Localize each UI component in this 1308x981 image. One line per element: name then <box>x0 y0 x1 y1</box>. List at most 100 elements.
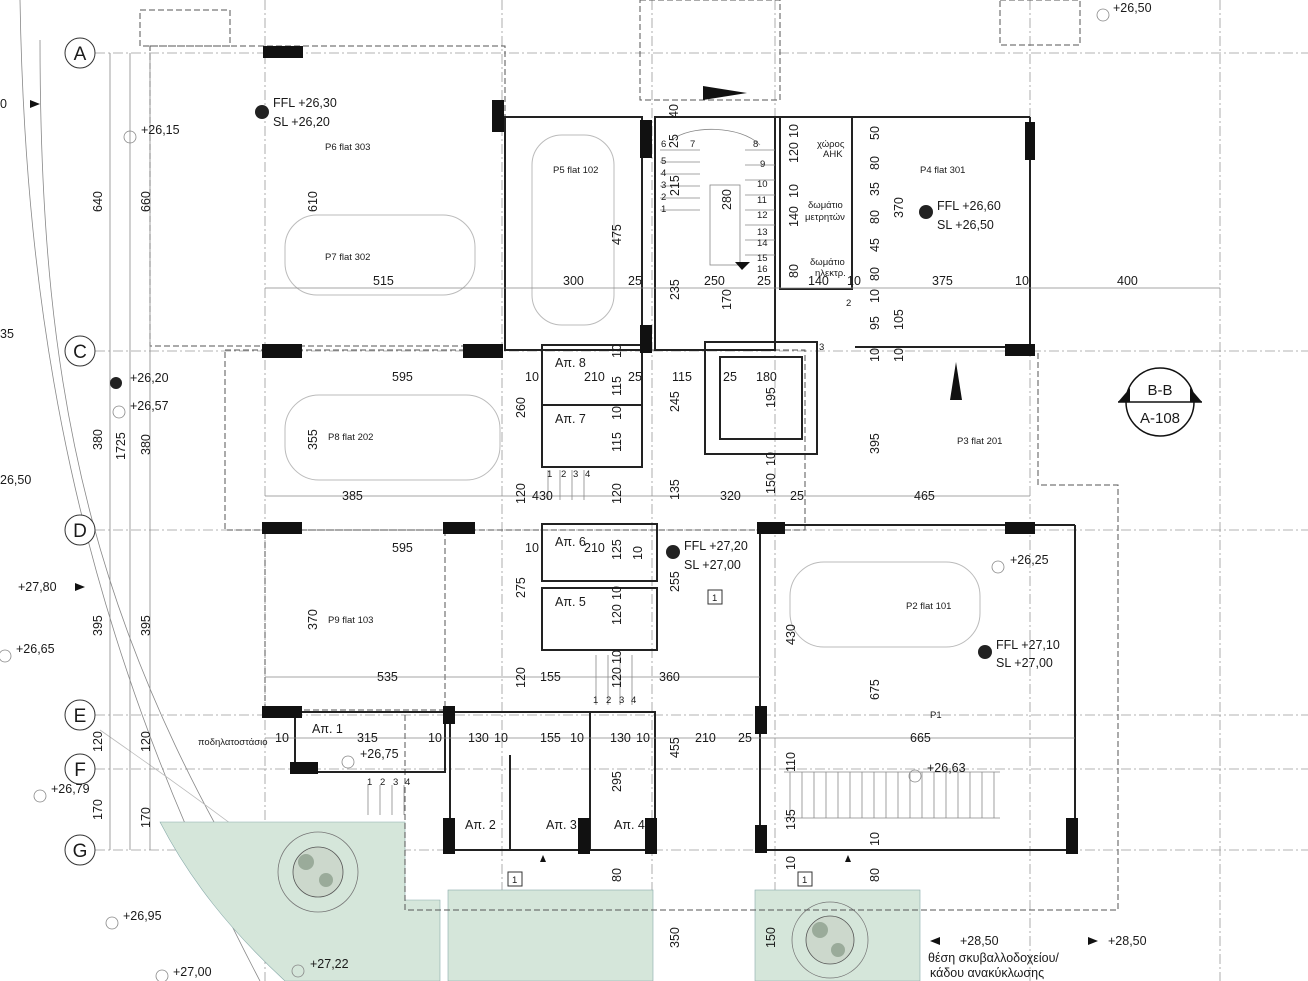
level-label: 26,50 <box>0 473 31 487</box>
parking-label: P5 flat 102 <box>553 165 598 176</box>
level-label: +28,50 <box>1108 934 1147 948</box>
level-label: +26,50 <box>1113 1 1152 15</box>
svg-text:465: 465 <box>914 489 935 503</box>
svg-text:40: 40 <box>667 104 681 118</box>
parking-label: P6 flat 303 <box>325 142 370 153</box>
car-outlines <box>284 134 981 648</box>
svg-text:380: 380 <box>139 434 153 455</box>
svg-text:120: 120 <box>139 731 153 752</box>
svg-text:320: 320 <box>720 489 741 503</box>
grid-axis-bubbles: A C D E F G <box>64 37 96 866</box>
svg-text:195: 195 <box>764 387 778 408</box>
arrow-up-icon <box>845 855 851 862</box>
grid-bubble-d: D <box>64 514 96 546</box>
svg-text:660: 660 <box>139 191 153 212</box>
svg-text:135: 135 <box>784 809 798 830</box>
grid-bubble-f: F <box>64 753 96 785</box>
svg-text:10: 10 <box>610 406 624 420</box>
svg-text:155: 155 <box>540 731 561 745</box>
svg-text:25: 25 <box>738 731 752 745</box>
arrow-up-icon <box>540 855 546 862</box>
svg-text:1: 1 <box>512 875 517 886</box>
svg-text:2: 2 <box>606 695 611 706</box>
svg-text:675: 675 <box>868 679 882 700</box>
svg-text:250: 250 <box>704 274 725 288</box>
svg-text:D: D <box>73 521 87 542</box>
svg-text:16: 16 <box>757 264 768 275</box>
ffl-label: FFL +26,60 <box>937 199 1001 213</box>
svg-text:535: 535 <box>377 670 398 684</box>
svg-text:375: 375 <box>932 274 953 288</box>
level-label: +26,63 <box>927 761 966 775</box>
svg-text:300: 300 <box>563 274 584 288</box>
svg-text:120: 120 <box>787 142 801 163</box>
svg-text:150: 150 <box>764 473 778 494</box>
svg-text:4: 4 <box>631 695 636 706</box>
svg-text:25: 25 <box>723 370 737 384</box>
svg-text:25: 25 <box>757 274 771 288</box>
svg-text:665: 665 <box>910 731 931 745</box>
level-markers: +26,50 +26,15 +26,20 +26,57 26,50 +27,80… <box>0 1 1152 981</box>
svg-text:C: C <box>73 342 87 363</box>
svg-text:10: 10 <box>868 348 882 362</box>
tree-icon <box>791 901 869 979</box>
arrow-up-icon <box>950 362 962 400</box>
building-outline <box>139 0 1119 911</box>
svg-text:14: 14 <box>757 238 768 249</box>
svg-text:120: 120 <box>610 604 624 625</box>
svg-text:370: 370 <box>306 609 320 630</box>
svg-text:1725: 1725 <box>114 432 128 460</box>
small-step-numbers: 1 2 3 4 1 2 3 4 1 2 3 4 <box>367 469 636 788</box>
svg-text:115: 115 <box>672 370 692 384</box>
ramp-hatch <box>784 771 1000 819</box>
svg-text:150: 150 <box>764 927 778 948</box>
sl-label: SL +27,00 <box>996 656 1053 670</box>
svg-text:370: 370 <box>892 197 906 218</box>
svg-text:380: 380 <box>91 429 105 450</box>
svg-text:355: 355 <box>306 429 320 450</box>
room-label: κάδου ανακύκλωσης <box>930 966 1044 980</box>
svg-text:25: 25 <box>628 274 642 288</box>
svg-text:11: 11 <box>757 195 767 206</box>
svg-text:2: 2 <box>846 298 851 309</box>
svg-text:10: 10 <box>610 650 624 664</box>
storage-labels: Απ. 8 Απ. 7 Απ. 6 Απ. 5 Απ. 1 Απ. 2 Απ. … <box>312 356 645 832</box>
level-label: +26,15 <box>141 123 180 137</box>
svg-text:110: 110 <box>784 752 798 772</box>
parking-label: P8 flat 202 <box>328 432 373 443</box>
arrow-right-icon <box>30 100 40 108</box>
arrow-down-icon <box>735 262 750 270</box>
parking-label: P4 flat 301 <box>920 165 965 176</box>
svg-text:235: 235 <box>668 279 682 300</box>
svg-text:1: 1 <box>547 469 552 480</box>
svg-text:80: 80 <box>868 210 882 224</box>
svg-text:10: 10 <box>275 731 289 745</box>
svg-text:350: 350 <box>668 927 682 948</box>
svg-text:180: 180 <box>756 370 777 384</box>
svg-text:10: 10 <box>757 179 768 190</box>
svg-text:10: 10 <box>631 546 645 560</box>
grid-bubble-c: C <box>64 335 96 367</box>
grid-bubble-a: A <box>64 37 96 69</box>
svg-text:9: 9 <box>760 159 765 170</box>
svg-text:2: 2 <box>661 192 666 203</box>
svg-text:10: 10 <box>610 586 624 600</box>
sl-label: SL +26,50 <box>937 218 994 232</box>
svg-text:10: 10 <box>525 541 539 555</box>
svg-text:10: 10 <box>892 348 906 362</box>
section-label: B-B <box>1147 382 1172 399</box>
columns <box>262 46 1078 854</box>
svg-text:260: 260 <box>514 397 528 418</box>
svg-text:80: 80 <box>868 267 882 281</box>
svg-text:10: 10 <box>570 731 584 745</box>
svg-text:170: 170 <box>139 807 153 828</box>
svg-text:280: 280 <box>720 189 734 210</box>
arrow-right-icon <box>703 86 747 100</box>
svg-text:360: 360 <box>659 670 680 684</box>
svg-text:10: 10 <box>610 344 624 358</box>
sl-label: SL +26,20 <box>273 115 330 129</box>
svg-text:15: 15 <box>757 253 768 264</box>
storage-label: Απ. 3 <box>546 818 577 832</box>
svg-text:125: 125 <box>610 539 624 560</box>
